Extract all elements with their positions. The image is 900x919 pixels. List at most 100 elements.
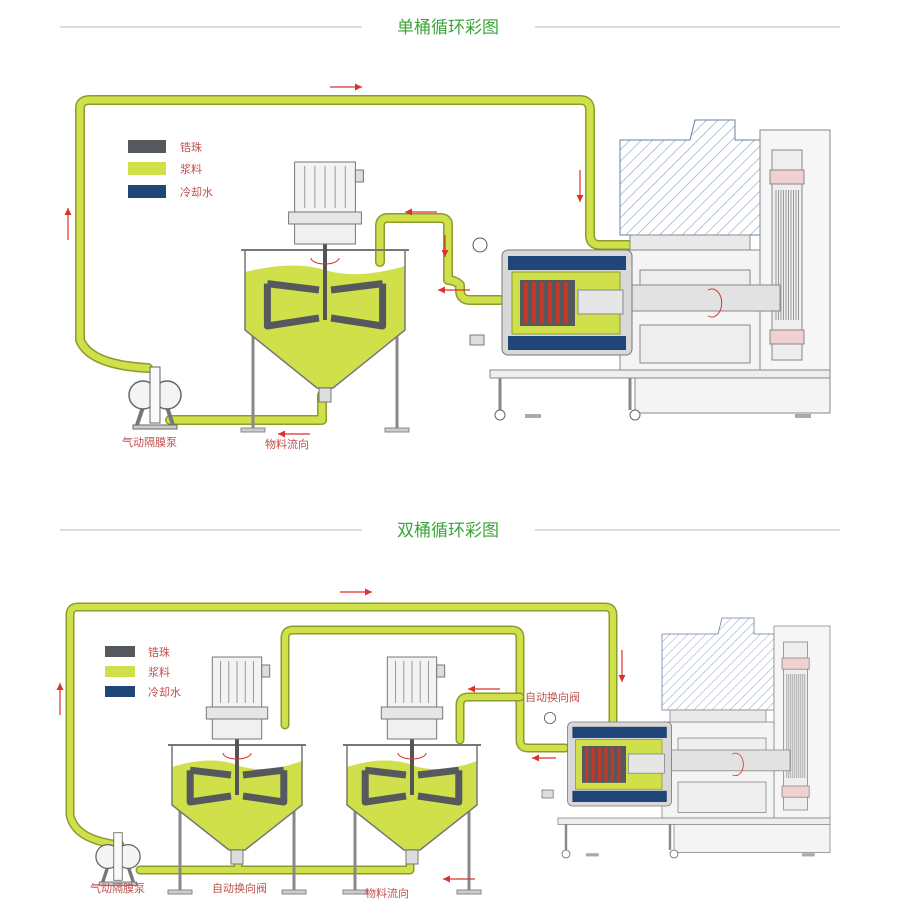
rotor-pin [532,282,536,324]
pressure-gauge-icon [472,237,488,253]
motor-mount [629,234,751,251]
lower-pulley [769,329,805,345]
gearbox [386,718,438,740]
bead-mill [541,617,831,859]
pipe-outline [455,692,525,745]
cooling-jacket-bottom [572,790,667,802]
legend-swatch-cooling-water [105,686,135,697]
diaphragm-pump [128,366,182,430]
valve-label-top: 自动换向阀 [525,690,580,704]
pressure-gauge-icon [543,712,556,725]
flow-arrow [468,685,500,693]
rotor-pin [524,282,528,324]
slurry-pipe [280,625,570,753]
tank-slurry [245,265,405,388]
pipe-fill [76,96,654,372]
rotor-hub [628,753,665,774]
base-rail [489,369,831,379]
rotation-arrow-icon [310,257,340,265]
pipe-outline [165,390,327,425]
main-motor [661,617,775,711]
agitator-paddle [263,280,387,330]
leveling-foot [795,414,811,418]
arrow-head [576,195,584,202]
flow-arrow [330,83,362,91]
flow-arrow [532,754,556,762]
pump-base [132,424,178,430]
arrow-head [64,208,72,215]
legend-swatch-slurry [128,162,166,175]
arrow-head [441,250,449,257]
junction-box [436,664,446,678]
gearbox [211,718,263,740]
rotation-arrow-icon [707,288,723,318]
leveling-foot [802,853,815,857]
motor-flange [205,706,269,720]
flow-arrow [576,170,584,202]
machine-base [673,824,831,853]
legend-label-slurry: 浆料 [148,665,170,679]
flow-arrow [441,235,449,257]
flow-arrow [405,208,437,216]
arrow-head [438,286,445,294]
pipe-fill [282,627,568,751]
flow-arrow [443,875,475,883]
rotor-pin [540,282,544,324]
legend-label-cooling-water: 冷却水 [148,686,181,699]
main-motor [619,119,761,236]
pipe-fill [457,694,523,743]
tank-foot [167,889,193,895]
rotation-arrow-icon [222,752,252,760]
mixing-tank [240,161,410,433]
slurry-pipe [75,95,655,373]
frame-panel [639,324,751,364]
motor-mount [669,709,767,723]
rotor-pin [610,747,614,782]
arrow-head [618,675,626,682]
single-tank-title: 单桶循环彩图 [397,18,499,38]
junction-box [354,169,364,183]
pump-body [149,366,161,424]
flow-arrow [56,683,64,715]
flow-direction-label: 物料流向 [365,886,409,900]
rotor-pin [617,747,621,782]
agitator-paddle [186,766,288,806]
arrow-head [56,683,64,690]
arrow-head [278,430,285,438]
leveling-foot [525,414,541,418]
upper-pulley [769,169,805,185]
rotor-pin [564,282,568,324]
rotation-arrow-icon [397,752,427,760]
rotor-pin [548,282,552,324]
caster-wheel [669,849,679,859]
tank-slurry [172,760,302,850]
legend-swatch-bead [105,646,135,657]
legend-swatch-bead [128,140,166,153]
frame-panel [677,781,767,813]
arrow-head [355,83,362,91]
upper-pulley [781,657,810,670]
double-tank-title: 双桶循环彩图 [397,521,499,541]
tank-foot [281,889,307,895]
drain-valve [469,334,485,346]
flow-arrow [340,588,372,596]
arrow-head [532,754,539,762]
tank-slurry [347,760,477,850]
tank-outlet-valve [405,849,419,865]
bead-mill [469,119,831,421]
flow-arrow [618,650,626,682]
slurry-pipe [165,390,327,425]
mixing-tank [167,656,307,895]
flow-arrow [438,286,470,294]
agitator-paddle [361,766,463,806]
rotor-pin [591,747,595,782]
legend-swatch-slurry [105,666,135,677]
drain-valve [541,789,554,799]
mixing-tank [342,656,482,895]
valve-label-bottom: 自动换向阀 [212,881,267,895]
legend-label-cooling-water: 冷却水 [180,186,213,199]
tank-foot [240,427,266,433]
arrow-head [365,588,372,596]
pump-label: 气动隔膜泵 [122,435,177,449]
motor-flange [288,211,362,225]
